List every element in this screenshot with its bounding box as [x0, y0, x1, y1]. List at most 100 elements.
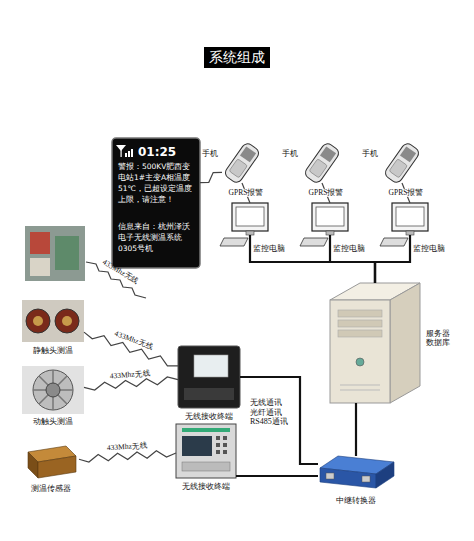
- server-art: [330, 283, 420, 403]
- phone-body: [383, 141, 421, 184]
- converter-side: [376, 462, 394, 488]
- converter-port: [326, 473, 334, 479]
- phone-body: [303, 141, 341, 184]
- key: [216, 450, 220, 454]
- monitor-art: [300, 203, 348, 246]
- relay-converter: 中继转换器: [318, 456, 394, 492]
- wireless-link: [79, 451, 176, 462]
- contact-fingers: [33, 370, 73, 410]
- signal-bar: [131, 149, 133, 157]
- mobile-phone: 手机: [382, 143, 422, 183]
- node-label: 中继转换器: [326, 496, 386, 505]
- drive-bay: [338, 330, 382, 337]
- converter-front: [320, 468, 376, 488]
- receiver-buttons: [182, 462, 230, 471]
- phone-keypad: [309, 159, 327, 178]
- monitor-screen: [316, 207, 344, 226]
- phone-art: [383, 141, 421, 184]
- receiver-body: [178, 346, 240, 408]
- key: [223, 450, 227, 454]
- converter-port: [362, 476, 370, 482]
- moving-contact-sensor: 动触头测温: [22, 366, 84, 414]
- receiver-art: [178, 346, 240, 408]
- alarm-screen: 01:25警报：500KV肥西变电站1#主变A相温度51℃，已超设定温度上限，请…: [112, 138, 200, 268]
- node-label: 无线接收终端: [174, 412, 244, 421]
- contact-core: [62, 316, 72, 326]
- node-label: 手机: [362, 149, 378, 158]
- edge-label: 433Mhz无线: [113, 330, 154, 352]
- node-label: 警报：500KV肥西变电站1#主变A相温度51℃，已超设定温度上限，请注意！: [118, 162, 194, 206]
- antenna-icon: [121, 150, 122, 157]
- moving-contact-photo: [22, 366, 84, 414]
- sensor-front: [38, 456, 76, 478]
- contact: [26, 309, 50, 333]
- static-contact-photo: [22, 300, 84, 342]
- node-label: 手机: [282, 149, 298, 158]
- monitor-pc: 监控电脑: [232, 203, 268, 235]
- mobile-phone: 手机: [302, 143, 342, 183]
- keyboard: [300, 238, 328, 246]
- phone-screen: [320, 146, 336, 162]
- key: [216, 443, 220, 447]
- receiver-terminal: 无线接收终端: [178, 346, 240, 408]
- key: [223, 443, 227, 447]
- monitor-case: [232, 203, 268, 231]
- server: 服务器 数据库: [330, 283, 420, 403]
- monitor-art: [220, 203, 268, 246]
- photo-background: [25, 226, 85, 281]
- contact-ring: [33, 370, 73, 410]
- photo-part: [30, 258, 50, 276]
- phone-art: [223, 141, 261, 184]
- node-label: 动触头测温: [18, 417, 88, 426]
- edge-label: GPRS报警: [388, 189, 425, 197]
- phone-screen: [240, 146, 256, 162]
- photo-part: [30, 232, 50, 254]
- drive-bay: [338, 320, 382, 327]
- static-contact-sensor: 静触头测温: [22, 300, 84, 342]
- mobile-phone: 手机: [222, 143, 262, 183]
- sensor-side: [28, 452, 38, 478]
- node-label: 监控电脑: [253, 244, 285, 253]
- edge-label: GPRS报警: [228, 189, 265, 197]
- receiver-art: [176, 424, 236, 478]
- phone-body: [223, 141, 261, 184]
- alarm-screen-art: [112, 138, 200, 268]
- power-button: [356, 358, 364, 366]
- connector-wire: [240, 377, 318, 464]
- keyboard: [220, 238, 248, 246]
- server-front: [330, 300, 390, 403]
- node-label: 服务器 数据库: [426, 329, 456, 347]
- edge-label: GPRS报警: [308, 189, 345, 197]
- server-side: [390, 283, 420, 403]
- connector-wire: [236, 475, 318, 477]
- photo-background: [22, 300, 84, 342]
- edge-label: 433Mhz无线: [109, 369, 151, 381]
- monitor-screen: [396, 207, 424, 226]
- phone-screen: [400, 146, 416, 162]
- vent: [340, 385, 380, 386]
- key: [216, 436, 220, 440]
- switchgear-photo: [25, 226, 85, 281]
- key: [223, 436, 227, 440]
- phone-keypad: [229, 159, 247, 178]
- monitor-stand: [406, 231, 414, 235]
- drive-bay: [338, 310, 382, 317]
- contact-core: [33, 316, 43, 326]
- node-label: 静触头测温: [18, 346, 88, 355]
- monitor-art: [380, 203, 428, 246]
- node-label: 测温传感器: [16, 484, 86, 493]
- signal-bar: [128, 151, 130, 157]
- monitor-pc: 监控电脑: [392, 203, 428, 235]
- node-label: 无线接收终端: [171, 482, 241, 491]
- receiver-header: [182, 428, 230, 432]
- node-label: 监控电脑: [333, 244, 365, 253]
- signal-bar: [125, 153, 127, 157]
- monitor-pc: 监控电脑: [312, 203, 348, 235]
- connector-wire: [330, 235, 375, 283]
- temperature-sensor: 测温传感器: [24, 442, 79, 480]
- connector-wire: [250, 235, 375, 283]
- edge-label: 无线通讯 光纤通讯 RS485通讯: [250, 398, 296, 427]
- node-label: 01:25: [138, 144, 194, 161]
